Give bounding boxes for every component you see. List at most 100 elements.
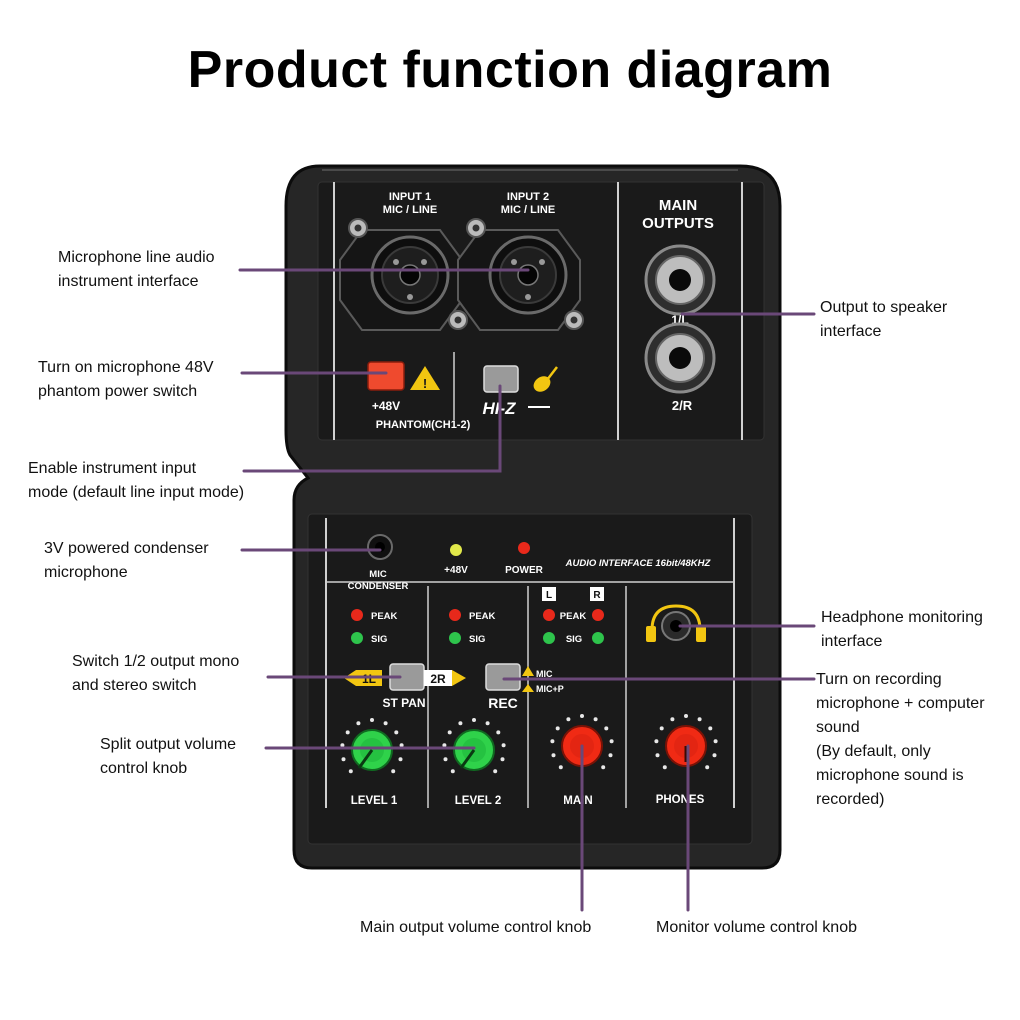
output-jack-2[interactable]: [644, 322, 716, 394]
leader-lines: [238, 268, 816, 912]
st-pan-label: ST PAN: [382, 696, 425, 710]
output-jack-1[interactable]: [644, 244, 716, 316]
callout-mono-stereo: Switch 1/2 output mono and stereo switch: [72, 650, 239, 698]
knob-scale-dot: [399, 743, 404, 748]
warning-icon-mark: !: [423, 376, 427, 391]
input-2-sub: MIC / LINE: [501, 204, 555, 216]
rec-micp-label: MIC+P: [536, 684, 564, 694]
sig-led-right: [592, 632, 604, 644]
interface-spec: AUDIO INTERFACE 16bit/48KHZ: [565, 558, 712, 569]
rec-switch[interactable]: [485, 663, 521, 691]
callout-mono-stereo-1: Switch 1/2 output mono: [72, 653, 240, 670]
left-label: L: [546, 590, 552, 601]
knob-scale-dot: [341, 757, 346, 762]
knob-scale-dot: [604, 726, 609, 731]
knob-scale-dot: [609, 739, 614, 744]
led-48v-label: +48V: [444, 565, 468, 576]
headphone-jack[interactable]: [646, 604, 706, 642]
callout-condenser-2: microphone: [44, 564, 128, 581]
input-1-label: INPUT 1 MIC / LINE: [383, 191, 437, 216]
knob-scale-dot: [713, 739, 718, 744]
callout-headphone: Headphone monitoring interface: [821, 606, 983, 654]
callout-speaker: Output to speaker interface: [820, 296, 947, 344]
knob-level-2[interactable]: [453, 729, 495, 771]
knob-scale-dot: [705, 765, 710, 770]
callout-recording: Turn on recording microphone + computer …: [816, 668, 985, 812]
callout-instrument: Enable instrument input mode (default li…: [28, 457, 244, 505]
output-2-label: 2/R: [672, 398, 693, 413]
knob-scale-dot: [655, 753, 660, 758]
phantom-voltage-label: +48V: [372, 399, 400, 413]
knob-scale-dot: [501, 743, 506, 748]
callout-recording-4: (By default, only: [816, 743, 931, 760]
page-title: Product function diagram: [187, 41, 833, 99]
knob-scale-dot: [391, 769, 396, 774]
sig-label-ch1: SIG: [371, 634, 387, 645]
knob-scale-dot: [580, 714, 584, 718]
led-48v: [450, 544, 462, 556]
sig-label-main: SIG: [566, 634, 582, 645]
callout-split-volume-1: Split output volume: [100, 736, 237, 753]
peak-led-right: [592, 609, 604, 621]
callout-recording-1: Turn on recording: [816, 671, 942, 688]
knob-scale-dot: [551, 753, 556, 758]
knob-scale-dot: [500, 757, 505, 762]
callout-instrument-1: Enable instrument input: [28, 460, 197, 477]
peak-led-ch2: [449, 609, 461, 621]
sig-led-ch2: [449, 632, 461, 644]
callout-headphone-1: Headphone monitoring: [821, 609, 983, 626]
knob-phones[interactable]: [665, 725, 707, 767]
knob-scale-dot: [345, 730, 350, 735]
callout-split-volume: Split output volume control knob: [100, 733, 236, 781]
sig-led-left: [543, 632, 555, 644]
callout-split-volume-2: control knob: [100, 760, 188, 777]
led-power: [518, 542, 530, 554]
phantom-label: PHANTOM(CH1-2): [376, 419, 471, 431]
mic-condenser-title: MIC: [369, 569, 387, 580]
callout-speaker-2: interface: [820, 323, 882, 340]
knob-scale-dot: [442, 743, 447, 748]
knob-scale-dot: [708, 726, 713, 731]
callout-main-volume-1: Main output volume control knob: [360, 919, 592, 936]
callout-recording-6: recorded): [816, 791, 885, 808]
knob-scale-dot: [356, 721, 361, 726]
knob-scale-dot: [458, 721, 463, 726]
callout-recording-5: microphone sound is: [816, 767, 964, 784]
knob-scale-dot: [684, 714, 688, 718]
mic-condenser-jack[interactable]: [367, 534, 393, 560]
combo-jack-input-1[interactable]: [339, 218, 468, 331]
callout-speaker-1: Output to speaker: [820, 299, 948, 316]
knob-scale-dot: [394, 730, 399, 735]
st-pan-right-label: 2R: [430, 672, 446, 686]
rec-micp-icon: [522, 684, 534, 692]
sig-led-ch1: [351, 632, 363, 644]
leader-instrument: [242, 384, 502, 473]
knob-scale-dot: [496, 730, 501, 735]
input-1-title: INPUT 1: [389, 191, 431, 203]
knob-level-1[interactable]: [351, 729, 393, 771]
phantom-power-button[interactable]: [367, 361, 405, 391]
callout-condenser: 3V powered condenser microphone: [44, 537, 209, 585]
knob-scale-dot: [348, 769, 353, 774]
callout-mono-stereo-2: and stereo switch: [72, 677, 197, 694]
warning-icon: [410, 366, 440, 390]
knob-scale-dot: [566, 717, 571, 722]
peak-label-ch1: PEAK: [371, 611, 398, 622]
main-outputs-sub: OUTPUTS: [642, 215, 714, 232]
combo-jack-input-2[interactable]: [457, 218, 584, 331]
knob-scale-dot: [593, 717, 598, 722]
knob-scale-dots: [340, 714, 718, 774]
knob-scale-dot: [550, 739, 555, 744]
callout-recording-3: sound: [816, 719, 860, 736]
callout-monitor-volume-1: Monitor volume control knob: [656, 919, 857, 936]
callout-instrument-2: mode (default line input mode): [28, 484, 245, 501]
knob-scale-dot: [670, 717, 675, 722]
callout-headphone-2: interface: [821, 633, 883, 650]
mic-condenser-sub: CONDENSER: [348, 581, 409, 592]
input-1-sub: MIC / LINE: [383, 204, 437, 216]
knob-scale-dot: [555, 726, 560, 731]
main-outputs-title: MAIN: [659, 197, 697, 214]
callout-main-volume: Main output volume control knob: [360, 916, 591, 940]
callout-recording-2: microphone + computer: [816, 695, 985, 712]
callout-mic-line: Microphone line audio instrument interfa…: [58, 246, 215, 294]
